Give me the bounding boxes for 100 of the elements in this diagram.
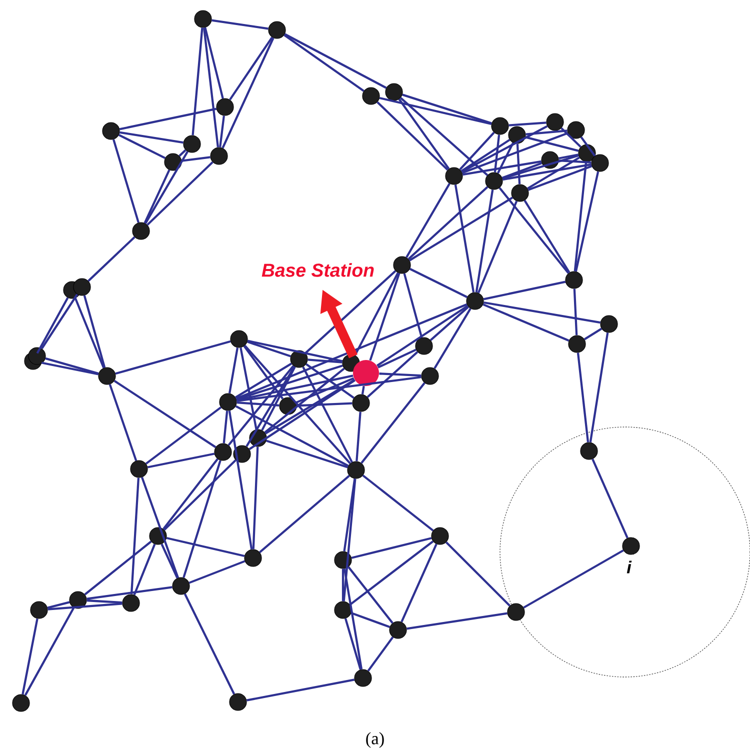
- link-line: [496, 142, 514, 174]
- link-line: [243, 345, 284, 400]
- link-line: [261, 366, 296, 431]
- link-line: [118, 134, 166, 160]
- link-line: [222, 38, 274, 148]
- sensor-node: [244, 549, 262, 567]
- link-line: [379, 96, 492, 126]
- sensor-node: [466, 292, 484, 310]
- link-line: [228, 347, 239, 394]
- sensor-node: [149, 527, 167, 545]
- link-line: [483, 280, 566, 300]
- link-line: [482, 303, 570, 342]
- sensor-node: [591, 154, 609, 172]
- sensor-node: [568, 335, 586, 353]
- link-line: [343, 568, 363, 670]
- sensor-node: [385, 83, 403, 101]
- sensor-node: [352, 394, 370, 412]
- link-line: [342, 478, 356, 602]
- sensor-node: [508, 126, 526, 144]
- link-line: [445, 541, 511, 607]
- link-line: [145, 406, 222, 465]
- link-line: [589, 332, 609, 442]
- link-line: [162, 458, 218, 530]
- link-line: [367, 636, 394, 672]
- link-line: [344, 618, 362, 670]
- link-line: [484, 301, 601, 324]
- sensor-node: [431, 527, 449, 545]
- node-label: i: [626, 560, 632, 574]
- sensor-node: [600, 315, 618, 333]
- sensor-node: [389, 621, 407, 639]
- link-line: [350, 612, 390, 628]
- link-line: [378, 348, 416, 368]
- link-line: [266, 440, 348, 468]
- link-line: [146, 161, 214, 226]
- sensor-node: [334, 551, 352, 569]
- link-line: [356, 412, 362, 462]
- sensor-node: [69, 591, 87, 609]
- link-line: [528, 165, 592, 191]
- link-line: [508, 122, 546, 126]
- link-line: [178, 149, 186, 157]
- link-line: [228, 410, 253, 550]
- link-line: [182, 460, 222, 578]
- sensor-node: [122, 594, 140, 612]
- link-line: [74, 298, 105, 368]
- link-line: [527, 156, 580, 190]
- link-line: [182, 156, 210, 162]
- sensor-node: [578, 144, 596, 162]
- link-line: [114, 380, 216, 448]
- link-line: [402, 94, 492, 124]
- link-line: [40, 294, 78, 350]
- link-line: [462, 160, 542, 176]
- link-line: [296, 377, 354, 404]
- link-line: [202, 28, 220, 148]
- sensor-node: [491, 117, 509, 135]
- link-line: [236, 376, 422, 402]
- link-line: [112, 139, 140, 223]
- sensor-node: [421, 367, 439, 385]
- link-line: [462, 132, 568, 174]
- link-line: [502, 162, 542, 179]
- sensor-node: [210, 147, 228, 165]
- link-line: [259, 474, 350, 554]
- sensor-node: [511, 184, 529, 202]
- link-line: [379, 372, 422, 377]
- sensor-node: [268, 21, 286, 39]
- link-line: [144, 151, 188, 224]
- link-line: [88, 236, 136, 282]
- link-line: [408, 186, 488, 260]
- link-line: [133, 544, 156, 596]
- sensor-node: [415, 337, 433, 355]
- link-line: [360, 382, 426, 464]
- link-line: [284, 33, 387, 89]
- link-line: [108, 384, 138, 462]
- link-line: [306, 363, 354, 399]
- link-line: [400, 97, 488, 176]
- link-line: [244, 344, 351, 464]
- link-line: [184, 593, 236, 695]
- sensor-node: [565, 271, 583, 289]
- link-line: [498, 187, 570, 274]
- link-line: [45, 357, 99, 375]
- link-line: [400, 544, 438, 622]
- link-line: [147, 452, 215, 468]
- link-line: [342, 568, 344, 602]
- link-line: [265, 378, 356, 434]
- link-line: [366, 351, 418, 398]
- link-line: [304, 270, 396, 354]
- base-station-dot: [353, 360, 379, 386]
- link-line: [461, 125, 548, 173]
- link-line: [164, 459, 236, 531]
- link-line: [204, 27, 224, 99]
- link-line: [351, 537, 432, 559]
- sensor-node: [546, 113, 564, 131]
- sensor-node: [290, 350, 308, 368]
- link-line: [558, 159, 592, 164]
- sensor-node: [229, 693, 247, 711]
- link-line: [248, 379, 356, 450]
- link-line: [369, 273, 400, 361]
- link-line: [48, 602, 122, 610]
- link-line: [398, 98, 450, 170]
- link-line: [229, 36, 273, 100]
- link-line: [526, 130, 568, 136]
